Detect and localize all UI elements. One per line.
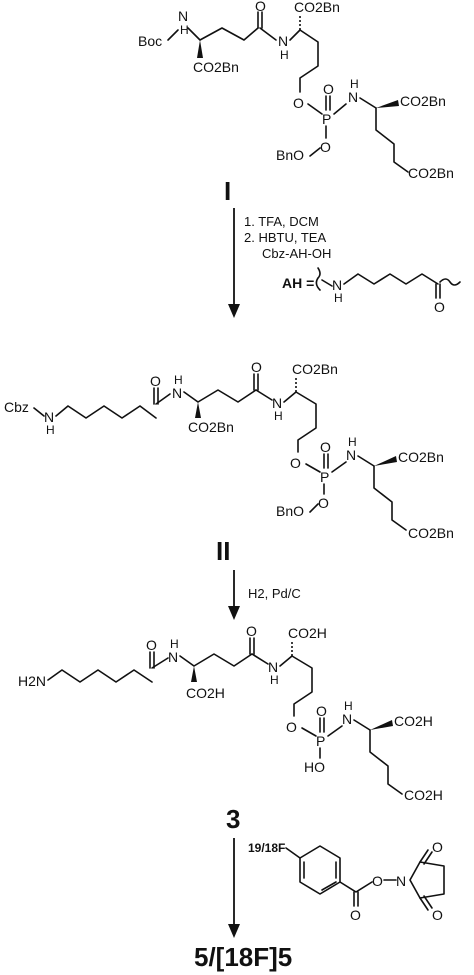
co2bn-label: CO2Bn bbox=[188, 419, 234, 435]
co2h-label: CO2H bbox=[186, 685, 225, 701]
boc-label: Boc bbox=[138, 33, 162, 49]
step-1-condition-2: 2. HBTU, TEA bbox=[244, 230, 326, 245]
c3-nh: N bbox=[168, 649, 178, 665]
compound-i-label: I bbox=[224, 176, 231, 206]
p-oxo: O bbox=[323, 81, 334, 97]
ii-nh-h: H bbox=[174, 373, 183, 387]
amide-n: N bbox=[278, 33, 288, 49]
co2h-label: CO2H bbox=[394, 713, 433, 729]
ah-n: N bbox=[332, 277, 342, 293]
co2bn-label: CO2Bn bbox=[400, 93, 446, 109]
c3-ester-o: O bbox=[286, 719, 297, 735]
compound-ii-structure: Cbz N H O N H CO2Bn O N H CO2Bn O P O N … bbox=[4, 359, 454, 541]
c3-amide-n: N bbox=[268, 659, 278, 675]
amine-label: H2N bbox=[18, 673, 46, 689]
ah-definition-label: AH = bbox=[282, 275, 314, 291]
amide-h: H bbox=[280, 48, 289, 62]
cbz-nh: N bbox=[44, 409, 54, 425]
ii-ester-o: O bbox=[290, 455, 301, 471]
step-1-reagent: Cbz-AH-OH bbox=[262, 246, 331, 261]
compound-ii-label: II bbox=[216, 536, 230, 566]
phosphorus-label: P bbox=[322, 111, 331, 127]
carbonyl-o: O bbox=[255, 0, 266, 14]
c3-carbonyl-o: O bbox=[146, 637, 157, 653]
succinimide-n: N bbox=[396, 873, 406, 889]
nh-label: N bbox=[178, 8, 188, 24]
cbz-label: Cbz bbox=[4, 399, 29, 415]
succinimide-o-1: O bbox=[432, 839, 443, 855]
nh-h-label: H bbox=[180, 23, 189, 37]
step-1-condition-1: 1. TFA, DCM bbox=[244, 214, 319, 229]
phosphonate-ho: HO bbox=[304, 759, 325, 775]
ii-carbonyl-o: O bbox=[150, 373, 161, 389]
cbz-nh-h: H bbox=[46, 423, 55, 437]
co2bn-label: CO2Bn bbox=[193, 59, 239, 75]
ah-h: H bbox=[334, 291, 343, 305]
ii-amide-n: N bbox=[272, 395, 282, 411]
ah-o: O bbox=[434, 299, 445, 315]
bno-label: BnO bbox=[276, 147, 304, 163]
step-2-conditions: H2, Pd/C bbox=[248, 586, 301, 601]
ii-nh: N bbox=[172, 385, 182, 401]
step-2-arrow bbox=[228, 570, 240, 620]
co2bn-label: CO2Bn bbox=[408, 525, 454, 541]
c3-phosphoramide-n: N bbox=[342, 711, 352, 727]
ii-amide-h: H bbox=[274, 409, 283, 423]
co2bn-label: CO2Bn bbox=[398, 449, 444, 465]
c3-phosphoramide-h: H bbox=[344, 699, 353, 713]
ii-p-oxo: O bbox=[320, 439, 331, 455]
ii-phosphoramide-n: N bbox=[346, 447, 356, 463]
ester-o: O bbox=[293, 95, 304, 111]
c3-amide-h: H bbox=[270, 673, 279, 687]
co2bn-label: CO2Bn bbox=[294, 0, 340, 15]
compound-i-structure: Boc N H CO2Bn O N H CO2Bn O P O N H CO2B… bbox=[138, 0, 454, 181]
ester-carbonyl-o: O bbox=[350, 907, 361, 923]
c3-p-oxo: O bbox=[316, 703, 327, 719]
ii-phosphorus: P bbox=[320, 469, 329, 485]
fluorine-label: 19/18F bbox=[248, 841, 285, 855]
ii-phosphoramide-h: H bbox=[348, 435, 357, 449]
co2h-label: CO2H bbox=[404, 787, 443, 803]
p-ester-o: O bbox=[320, 139, 331, 155]
succinimide-o-2: O bbox=[432, 907, 443, 923]
product-label: 5/[18F]5 bbox=[194, 942, 292, 972]
bno-label: BnO bbox=[276, 503, 304, 519]
ii-p-ester-o: O bbox=[318, 495, 329, 511]
ah-linker-structure: N H O bbox=[315, 267, 461, 315]
ester-o-link: O bbox=[372, 873, 383, 889]
phosphoramide-h: H bbox=[350, 77, 359, 91]
step-3-arrow bbox=[228, 838, 240, 938]
co2bn-label: CO2Bn bbox=[292, 361, 338, 377]
co2h-label: CO2H bbox=[288, 625, 327, 641]
c3-phosphorus: P bbox=[316, 733, 325, 749]
c3-nh-h: H bbox=[170, 637, 179, 651]
compound-3-label: 3 bbox=[226, 804, 240, 834]
phosphoramide-n: N bbox=[348, 89, 358, 105]
sfb-reagent-structure: 19/18F O O N O O bbox=[248, 839, 445, 923]
compound-3-structure: H2N O N H CO2H O N H CO2H O P O N H CO2H… bbox=[18, 623, 443, 803]
c3-carbonyl-o-2: O bbox=[246, 623, 257, 639]
co2bn-label: CO2Bn bbox=[408, 165, 454, 181]
step-1-arrow bbox=[228, 208, 240, 318]
ii-carbonyl-o-2: O bbox=[251, 359, 262, 375]
